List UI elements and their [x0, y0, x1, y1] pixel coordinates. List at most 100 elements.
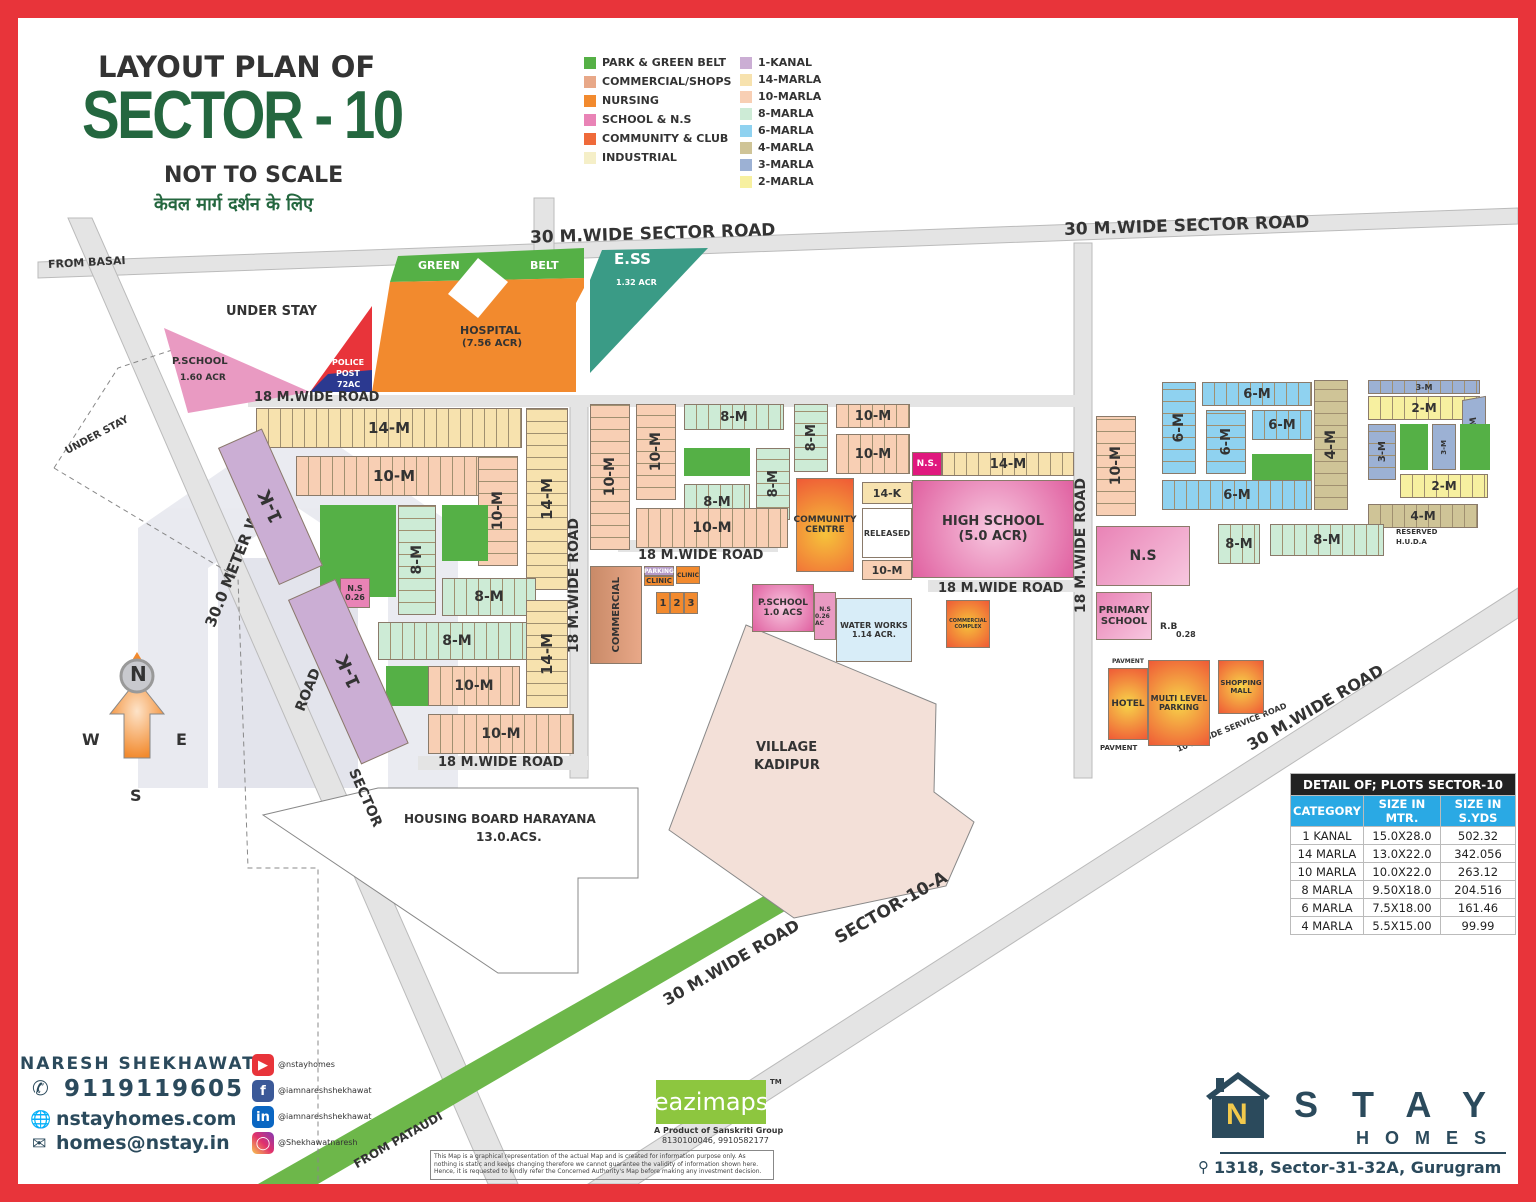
commercial-block[interactable]: COMMERCIAL [590, 566, 642, 664]
block-10m[interactable]: 10-M [296, 456, 492, 496]
park [1252, 454, 1312, 484]
facebook-icon[interactable]: f [252, 1080, 274, 1102]
clinic-plot[interactable]: CLINIC [676, 566, 700, 584]
block-8m[interactable]: 8-M [378, 622, 536, 660]
parking-plot[interactable]: PARKING [644, 566, 674, 576]
swatch [740, 90, 752, 103]
swatch [740, 73, 752, 86]
block-8m[interactable]: 8-M [1218, 524, 1260, 564]
swatch [584, 75, 596, 88]
road-label-18m: 18 M.WIDE ROAD [254, 390, 380, 405]
swatch [740, 56, 752, 69]
block-10m[interactable]: 10-M [428, 714, 574, 754]
block-14m[interactable]: 14-M [526, 600, 568, 708]
block-10m[interactable]: 10-M [836, 404, 910, 428]
block-10m[interactable]: 10-M [1096, 416, 1136, 516]
nursing-home-2[interactable]: 2 [670, 592, 684, 614]
clinic-plot[interactable]: CLINIC [644, 576, 674, 586]
header-size-syds: SIZE IN S.YDS [1440, 795, 1516, 827]
ns-plot-east[interactable]: N.S [1096, 526, 1190, 586]
hospital-label: HOSPITAL [460, 324, 521, 337]
instagram-handle[interactable]: @Shekhawatnaresh [278, 1138, 358, 1147]
disclaimer: This Map is a graphical representation o… [430, 1150, 774, 1180]
block-4m[interactable]: 4-M [1368, 504, 1478, 528]
legend-item: 10-MARLA [740, 88, 821, 105]
block-3m[interactable]: 3-M [1432, 424, 1456, 470]
youtube-handle[interactable]: @nstayhomes [278, 1060, 335, 1069]
map-frame: LAYOUT PLAN OF SECTOR - 10 NOT TO SCALE … [18, 18, 1518, 1184]
road-label-18m-vertical-east: 18 M.WIDE ROAD [1073, 478, 1089, 614]
block-14m[interactable]: 14-M [942, 452, 1074, 476]
header-category: CATEGORY [1290, 795, 1364, 827]
green-label: GREEN [418, 259, 460, 272]
swatch [584, 56, 596, 69]
block-6m[interactable]: 6-M [1202, 382, 1312, 406]
contact-email[interactable]: homes@nstay.in [56, 1132, 230, 1154]
ns-plot[interactable]: N.S. [912, 452, 942, 476]
commercial-complex[interactable]: COMMERCIAL COMPLEX [946, 600, 990, 648]
block-10m[interactable]: 10-M [590, 404, 630, 550]
post-label: POST [336, 369, 360, 378]
block-3m[interactable]: 3-M [1368, 424, 1396, 480]
pavment-label: PAVMENT [1100, 744, 1138, 752]
block-6m[interactable]: 6-M [1162, 382, 1196, 474]
block-6m[interactable]: 6-M [1162, 480, 1312, 510]
block-10m[interactable]: 10-M [636, 508, 788, 548]
block-8m[interactable]: 8-M [794, 404, 828, 472]
block-10m[interactable]: 10-M [428, 666, 520, 706]
linkedin-icon[interactable]: in [252, 1106, 274, 1128]
eazimaps-tm: TM [770, 1078, 782, 1086]
block-8m[interactable]: 8-M [442, 578, 536, 616]
block-8m[interactable]: 8-M [1270, 524, 1384, 556]
contact-phone[interactable]: 9119119605 [64, 1076, 245, 1102]
block-14m[interactable]: 14-M [256, 408, 522, 448]
swatch [740, 107, 752, 120]
nursing-home-1[interactable]: 1 [656, 592, 670, 614]
block-8m[interactable]: 8-M [398, 505, 436, 615]
linkedin-handle[interactable]: @iamnareshshekhawat [278, 1112, 372, 1121]
nursing-home-3[interactable]: 3 [684, 592, 698, 614]
park [1460, 424, 1490, 470]
reserved-label: RESERVED [1396, 528, 1438, 536]
block-2m[interactable]: 2-M [1400, 474, 1488, 498]
police-area: 72AC [337, 380, 361, 389]
block-4m[interactable]: 4-M [1314, 380, 1348, 510]
mail-icon: ✉ [32, 1134, 47, 1154]
released-plot[interactable]: RELEASED [862, 508, 912, 558]
block-2m[interactable]: 2-M [1368, 396, 1480, 420]
contact-website[interactable]: nstayhomes.com [56, 1108, 237, 1130]
park [386, 666, 428, 706]
block-10m[interactable]: 10-M [636, 404, 676, 500]
table-caption: DETAIL OF; PLOTS SECTOR-10 [1290, 773, 1516, 796]
block-10m[interactable]: 10-M [836, 434, 910, 474]
facebook-handle[interactable]: @iamnareshshekhawat [278, 1086, 372, 1095]
instagram-icon[interactable]: ◯ [252, 1132, 274, 1154]
block-8m[interactable]: 8-M [684, 404, 784, 430]
subtitle: NOT TO SCALE [164, 163, 344, 188]
block-14m[interactable]: 14-M [526, 408, 568, 590]
block-10m[interactable]: 10-M [862, 560, 912, 580]
high-school[interactable]: HIGH SCHOOL(5.0 ACR) [912, 480, 1074, 578]
block-6m[interactable]: 6-M [1252, 410, 1312, 440]
legend-item: INDUSTRIAL [584, 149, 677, 166]
pavment-label: PAVMENT [1112, 658, 1144, 665]
hotel[interactable]: HOTEL [1108, 668, 1148, 740]
youtube-icon[interactable]: ▶ [252, 1054, 274, 1076]
swatch [740, 141, 752, 154]
block-3m[interactable]: 3-M [1368, 380, 1480, 394]
block-6m[interactable]: 6-M [1206, 410, 1246, 474]
legend-item: 4-MARLA [740, 139, 814, 156]
legend-item: COMMUNITY & CLUB [584, 130, 728, 147]
block-14k[interactable]: 14-K [862, 482, 912, 504]
